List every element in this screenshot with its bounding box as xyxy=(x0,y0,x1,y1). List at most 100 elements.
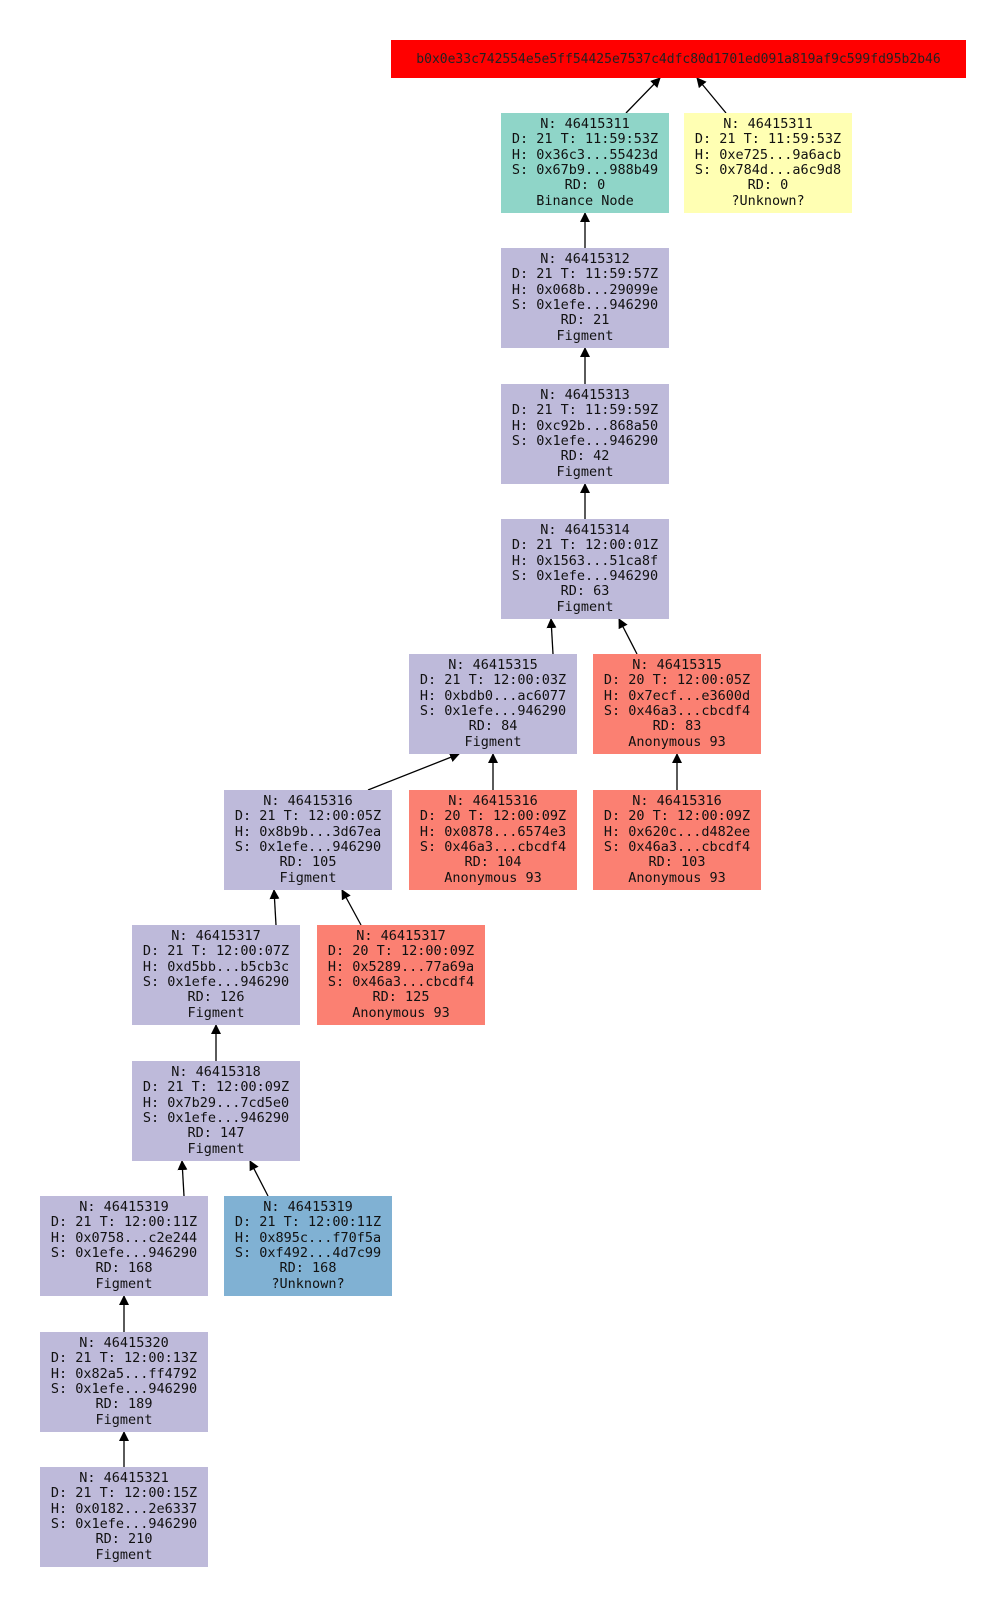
validator-label: Anonymous 93 xyxy=(444,869,542,886)
reorg-depth: RD: 168 xyxy=(279,1260,337,1277)
block-number: N: 46415311 xyxy=(540,116,630,133)
reorg-depth: RD: 0 xyxy=(747,177,789,194)
parent-edge-arrow xyxy=(249,1160,269,1197)
reorg-depth: RD: 105 xyxy=(279,854,337,871)
block-hash: H: 0x1563...51ca8f xyxy=(511,552,659,569)
block-number: N: 46415315 xyxy=(632,657,722,674)
signer: S: 0x46a3...cbcdf4 xyxy=(419,839,567,855)
signer: S: 0x784d...a6c9d8 xyxy=(694,162,842,178)
block-hash: H: 0x5289...77a69a xyxy=(327,958,475,975)
signer: S: 0x46a3...cbcdf4 xyxy=(327,974,475,990)
signer: S: 0x1efe...946290 xyxy=(142,1110,290,1126)
difficulty-time: D: 21 T: 12:00:15Z xyxy=(50,1485,198,1502)
block-hash: H: 0x620c...d482ee xyxy=(603,823,751,840)
block-number: N: 46415312 xyxy=(540,251,630,268)
signer: S: 0x1efe...946290 xyxy=(419,703,567,719)
signer: S: 0x1efe...946290 xyxy=(142,974,290,990)
block-number: N: 46415319 xyxy=(263,1199,353,1216)
difficulty-time: D: 21 T: 11:59:59Z xyxy=(511,402,659,419)
block-hash: H: 0xc92b...868a50 xyxy=(511,417,659,434)
difficulty-time: D: 21 T: 12:00:05Z xyxy=(234,808,382,825)
block-number: N: 46415316 xyxy=(263,793,353,810)
validator-label: Anonymous 93 xyxy=(352,1004,450,1021)
signer: S: 0x1efe...946290 xyxy=(511,297,659,313)
block-number: N: 46415319 xyxy=(79,1199,169,1216)
signer: S: 0xf492...4d7c99 xyxy=(234,1245,382,1261)
parent-edge-arrow xyxy=(269,889,280,926)
block-hash: H: 0x0878...6574e3 xyxy=(419,823,567,840)
difficulty-time: D: 21 T: 12:00:09Z xyxy=(142,1079,290,1096)
parent-edge-arrow xyxy=(367,752,460,791)
parent-edge-arrow xyxy=(546,618,557,655)
block-number: N: 46415317 xyxy=(356,928,446,945)
signer: S: 0x1efe...946290 xyxy=(50,1516,198,1532)
signer: S: 0x1efe...946290 xyxy=(50,1381,198,1397)
block-number: N: 46415317 xyxy=(171,928,261,945)
difficulty-time: D: 21 T: 12:00:13Z xyxy=(50,1350,198,1367)
reorg-depth: RD: 168 xyxy=(95,1260,153,1277)
validator-label: Figment xyxy=(556,327,614,344)
block-hash: H: 0x895c...f70f5a xyxy=(234,1229,382,1246)
block-hash: H: 0x7ecf...e3600d xyxy=(603,687,751,704)
reorg-depth: RD: 103 xyxy=(648,854,706,871)
reorg-depth: RD: 189 xyxy=(95,1396,153,1413)
difficulty-time: D: 20 T: 12:00:05Z xyxy=(603,672,751,689)
reorg-depth: RD: 42 xyxy=(560,448,610,465)
reorg-depth: RD: 104 xyxy=(464,854,522,871)
block-hash: H: 0x0182...2e6337 xyxy=(50,1500,198,1517)
difficulty-time: D: 21 T: 11:59:53Z xyxy=(694,131,842,148)
block-hash: H: 0xd5bb...b5cb3c xyxy=(142,958,290,975)
signer: S: 0x1efe...946290 xyxy=(234,839,382,855)
block-hash: H: 0xe725...9a6acb xyxy=(694,146,842,163)
validator-label: Figment xyxy=(95,1411,153,1428)
block-hash: H: 0x068b...29099e xyxy=(511,281,659,298)
signer: S: 0x46a3...cbcdf4 xyxy=(603,703,751,719)
reorg-depth: RD: 0 xyxy=(564,177,606,194)
reorg-depth: RD: 125 xyxy=(372,989,430,1006)
validator-label: Binance Node xyxy=(536,192,634,209)
validator-label: Figment xyxy=(464,733,522,750)
difficulty-time: D: 21 T: 12:00:03Z xyxy=(419,672,567,689)
signer: S: 0x46a3...cbcdf4 xyxy=(603,839,751,855)
difficulty-time: D: 20 T: 12:00:09Z xyxy=(603,808,751,825)
block-hash: H: 0x0758...c2e244 xyxy=(50,1229,198,1246)
signer: S: 0x1efe...946290 xyxy=(50,1245,198,1261)
root-block-hash: b0x0e33c742554e5e5ff54425e7537c4dfc80d17… xyxy=(391,40,966,78)
validator-label: ?Unknown? xyxy=(271,1275,345,1292)
difficulty-time: D: 20 T: 12:00:09Z xyxy=(419,808,567,825)
block-number: N: 46415311 xyxy=(723,116,813,133)
block-number: N: 46415313 xyxy=(540,387,630,404)
parent-edge-arrow xyxy=(625,77,661,114)
block-number: N: 46415320 xyxy=(79,1335,169,1352)
block-number: N: 46415318 xyxy=(171,1064,261,1081)
reorg-depth: RD: 21 xyxy=(560,312,610,329)
difficulty-time: D: 21 T: 11:59:57Z xyxy=(511,266,659,283)
validator-label: Figment xyxy=(556,598,614,615)
difficulty-time: D: 21 T: 11:59:53Z xyxy=(511,131,659,148)
parent-edge-arrow xyxy=(618,618,638,655)
validator-label: Figment xyxy=(95,1275,153,1292)
reorg-depth: RD: 63 xyxy=(560,583,610,600)
difficulty-time: D: 21 T: 12:00:01Z xyxy=(511,537,659,554)
block-number: N: 46415315 xyxy=(448,657,538,674)
difficulty-time: D: 21 T: 12:00:11Z xyxy=(50,1214,198,1231)
validator-label: Anonymous 93 xyxy=(628,869,726,886)
validator-label: Figment xyxy=(95,1546,153,1563)
signer: S: 0x1efe...946290 xyxy=(511,568,659,584)
block-hash: H: 0x8b9b...3d67ea xyxy=(234,823,382,840)
reorg-depth: RD: 84 xyxy=(468,718,518,735)
